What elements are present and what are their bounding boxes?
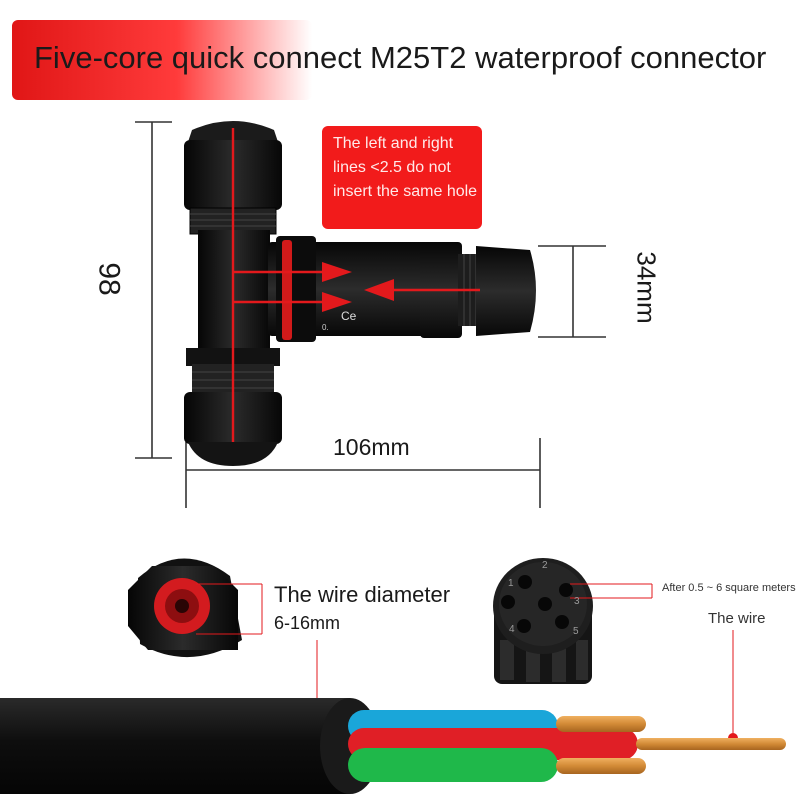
terminal-pointer-lines xyxy=(570,583,734,736)
multi-core-cable xyxy=(0,698,786,794)
small-marking: 0. xyxy=(322,323,329,332)
pin-number: 3 xyxy=(574,596,580,607)
wiring-note: The left and right lines <2.5 do not ins… xyxy=(333,135,478,200)
wire-area-label: After 0.5 ~ 6 square meters xyxy=(662,582,796,594)
wire-diameter-range: 6-16mm xyxy=(274,613,341,633)
page-title: Five-core quick connect M25T2 waterproof… xyxy=(34,40,767,75)
diameter-label: 34mm xyxy=(631,251,662,324)
pin-number: 2 xyxy=(542,560,548,571)
arrow-heads xyxy=(322,262,394,312)
title-banner xyxy=(12,20,312,100)
ce-mark: Ce xyxy=(341,309,357,323)
pin-number: 4 xyxy=(509,624,515,635)
wire-diameter-label: The wire diameter xyxy=(274,582,451,607)
pin-number: 5 xyxy=(573,626,579,637)
wiring-note-box xyxy=(322,126,482,229)
height-dimension-line xyxy=(135,121,172,459)
length-dimension-line xyxy=(185,438,541,508)
t-connector xyxy=(184,121,536,466)
cable-gland-end xyxy=(128,558,242,658)
diameter-dimension-line xyxy=(538,245,606,338)
terminal-block xyxy=(493,558,593,684)
wire-label: The wire xyxy=(708,610,766,627)
length-label: 106mm xyxy=(333,434,410,460)
green-wire xyxy=(348,748,558,782)
pin-number: 1 xyxy=(508,578,514,589)
height-label: 98 xyxy=(92,262,126,296)
